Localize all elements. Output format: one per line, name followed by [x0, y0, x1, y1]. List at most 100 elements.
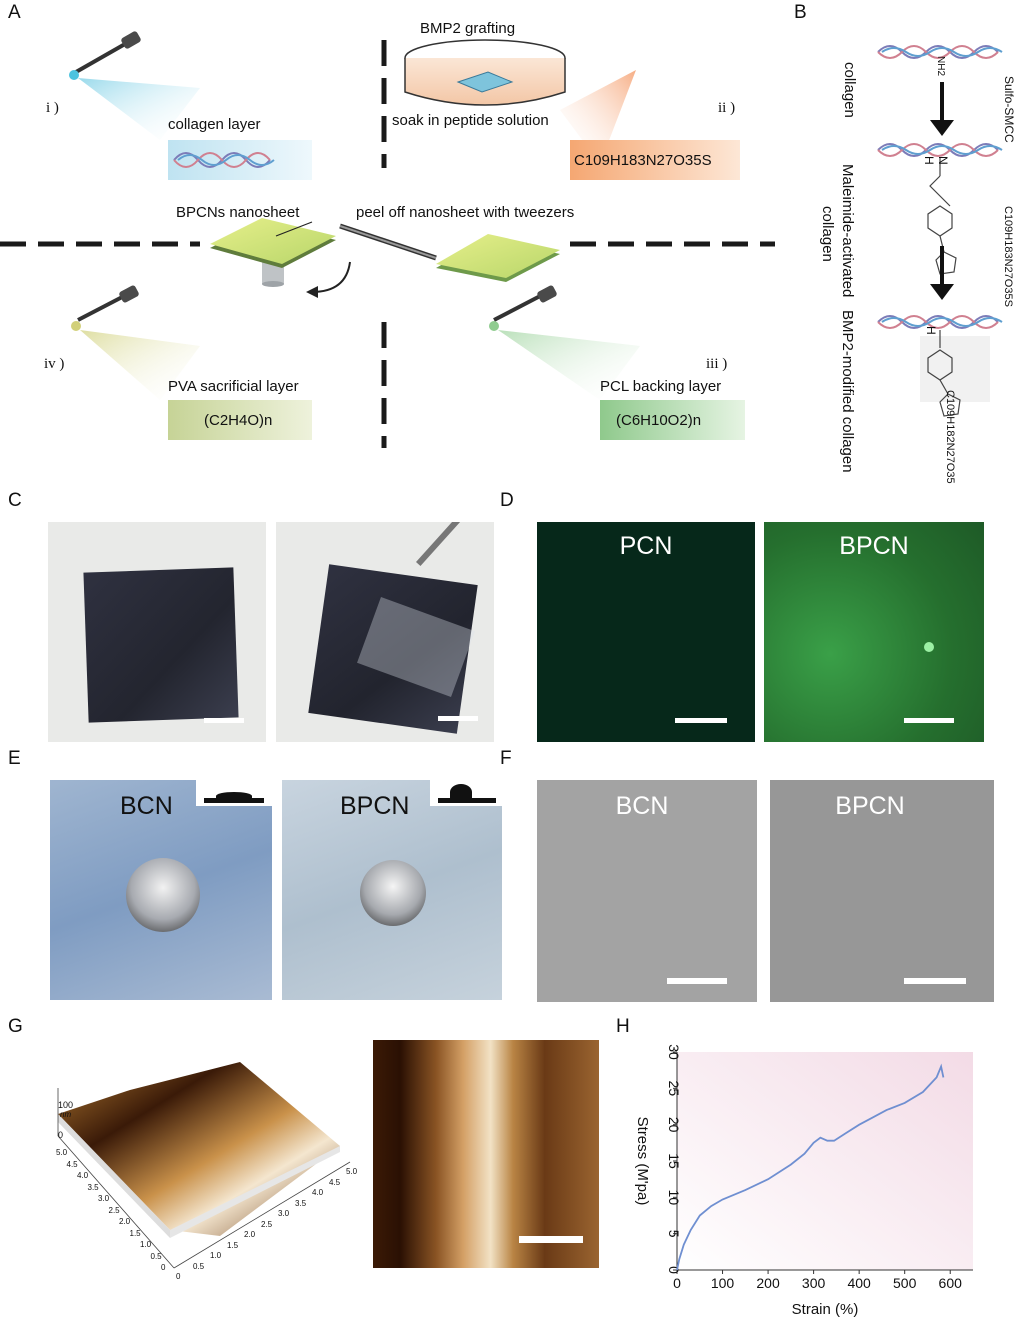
- y-tick-label: 30: [666, 1044, 682, 1060]
- wafer: [83, 567, 239, 723]
- bcn-label: BCN: [120, 792, 173, 820]
- water-droplet: [360, 860, 426, 926]
- step-ii-label: ii ): [718, 100, 736, 116]
- fluorescence-bpcn: BPCN: [764, 522, 984, 742]
- pcl-layer-label: PCL backing layer: [600, 378, 722, 395]
- y-axis-label: Stress (M'pa): [634, 1117, 651, 1206]
- y-tick-label: 15: [666, 1153, 682, 1169]
- afm-tick-left: 4.5: [66, 1159, 78, 1169]
- afm-tick-left: 0.5: [150, 1251, 162, 1261]
- x-tick-label: 100: [711, 1275, 735, 1291]
- afm-tick-left: 3.5: [87, 1182, 99, 1192]
- panel-label-f: F: [500, 748, 512, 769]
- sem-bpcn: BPCN: [770, 780, 994, 1002]
- afm-tick-bottom: 4.5: [329, 1177, 341, 1187]
- afm-tick-left: 2.0: [119, 1217, 131, 1226]
- droplet-profile: [450, 784, 472, 800]
- collagen-helix-icon: [877, 45, 1003, 59]
- bpcn-label: BPCN: [839, 532, 909, 560]
- panel-label-g: G: [8, 1016, 23, 1037]
- pcn-label: PCN: [619, 532, 673, 560]
- fluorescence-pcn: PCN: [537, 522, 755, 742]
- pva-formula: (C2H4O)n: [204, 412, 273, 429]
- contact-angle-inset: [196, 780, 272, 806]
- peptide-box: [570, 140, 740, 180]
- water-droplet: [126, 858, 200, 932]
- x-tick-label: 0: [673, 1275, 681, 1291]
- z-tick-bottom: 0: [58, 1130, 64, 1140]
- scale-bar: [667, 978, 727, 984]
- y-tick-label: 20: [666, 1117, 682, 1133]
- z-tick-top: 100: [58, 1100, 74, 1110]
- afm-tick-bottom: 4.0: [312, 1188, 324, 1197]
- bmp2-grafting-label: BMP2 grafting: [420, 20, 516, 37]
- photo-wafer: [48, 522, 266, 742]
- scale-bar: [204, 718, 244, 723]
- afm-tick-left: 3.0: [98, 1194, 110, 1203]
- bcn-sem-label: BCN: [615, 792, 669, 820]
- tweezers-icon: [416, 522, 481, 567]
- photo-droplet-bcn: BCN: [50, 780, 272, 1000]
- scale-bar: [519, 1236, 583, 1243]
- maleimide-label-2: collagen: [819, 206, 836, 262]
- panel-label-b: B: [794, 2, 807, 23]
- bmp2-collagen-structure-icon: [927, 330, 961, 417]
- afm-tick-bottom: 3.5: [295, 1198, 307, 1208]
- collagen-helix-icon: [877, 315, 1003, 329]
- tweezers-icon: [339, 223, 437, 261]
- panel-label-d: D: [500, 490, 514, 511]
- step-i-label: i ): [46, 100, 59, 116]
- scale-bar: [675, 718, 727, 723]
- photo-peel: [276, 522, 494, 742]
- afm-tick-left: 5.0: [56, 1148, 68, 1157]
- peel-off-label: peel off nanosheet with tweezers: [356, 204, 575, 221]
- panel-label-h: H: [616, 1016, 630, 1037]
- collagen-label: collagen: [841, 62, 858, 118]
- soak-label: soak in peptide solution: [392, 112, 549, 129]
- pva-layer-label: PVA sacrificial layer: [168, 378, 299, 395]
- bmp2-modified-label: BMP2-modified collagen: [839, 310, 856, 473]
- collagen-box: [168, 140, 312, 180]
- bpcn-sem-label: BPCN: [835, 792, 905, 820]
- maleimide-label: Maleimide-activated: [839, 164, 856, 298]
- nanosheet-peeled-icon: [436, 234, 560, 282]
- collagen-helix-icon: [173, 152, 275, 168]
- x-tick-label: 200: [756, 1275, 780, 1291]
- pipette-icon: [69, 31, 141, 80]
- petri-dish-icon: [404, 39, 566, 106]
- substrate: [438, 798, 496, 803]
- pcl-formula: (C6H10O2)n: [616, 412, 702, 429]
- x-tick-label: 600: [939, 1275, 963, 1291]
- afm-tick-bottom: 5.0: [346, 1167, 358, 1176]
- afm-tick-left: 2.5: [108, 1205, 120, 1215]
- pcl-box: [600, 400, 745, 440]
- scale-bar: [904, 718, 954, 723]
- dashed-divider: [0, 40, 775, 448]
- step-iii-label: iii ): [706, 356, 728, 372]
- afm-tick-bottom: 3.0: [278, 1209, 290, 1218]
- afm-tick-left: 0: [161, 1263, 166, 1272]
- afm-tick-left: 1.5: [129, 1228, 141, 1238]
- z-unit-label: nm: [60, 1110, 72, 1119]
- panel-label-a: A: [8, 2, 21, 23]
- afm-tick-left: 1.0: [140, 1240, 152, 1249]
- collagen-layer-label: collagen layer: [168, 116, 261, 133]
- panel-a-schematic: [0, 31, 775, 448]
- amide-n-label: N: [936, 156, 950, 165]
- x-tick-label: 400: [847, 1275, 871, 1291]
- x-tick-label: 300: [802, 1275, 826, 1291]
- pipette-icon: [71, 285, 139, 331]
- afm-tick-bottom: 0: [176, 1272, 181, 1281]
- pipette-icon: [489, 285, 557, 331]
- substrate: [204, 798, 264, 803]
- contact-angle-inset: [430, 780, 502, 806]
- collagen-helix-icon: [877, 143, 1003, 157]
- afm-2d-image: [373, 1040, 599, 1268]
- bright-spot: [924, 642, 934, 652]
- maleimide-structure-icon: [927, 158, 957, 275]
- afm-3d-plot: [57, 1062, 351, 1269]
- scale-bar: [904, 978, 966, 984]
- nh2-label: NH2: [935, 56, 946, 77]
- x-tick-label: 500: [893, 1275, 917, 1291]
